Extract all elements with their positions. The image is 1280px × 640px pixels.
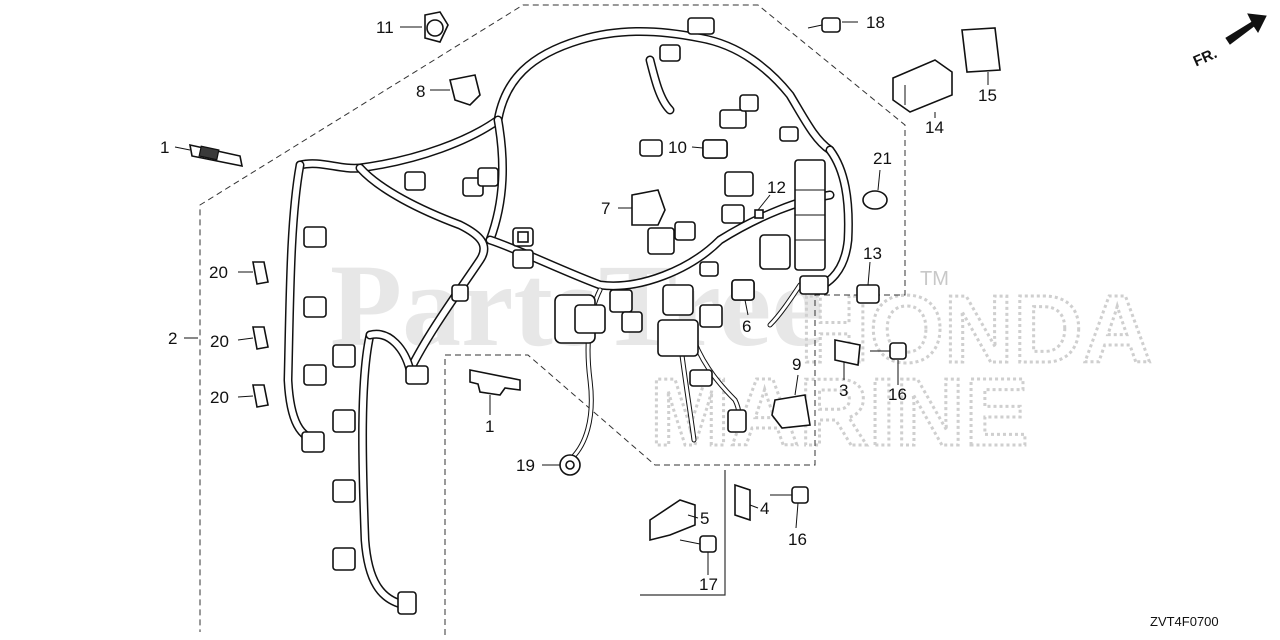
callout-17: 17 [699, 575, 718, 594]
connector-part-14 [892, 59, 953, 113]
callout-labels: 1 1 2 3 4 5 6 7 8 9 10 11 12 13 14 15 16… [160, 13, 997, 594]
callout-18: 18 [866, 13, 885, 32]
callout-12: 12 [767, 178, 786, 197]
tie-part-21 [862, 190, 888, 210]
callout-14: 14 [925, 118, 944, 137]
watermark-trademark: TM [920, 268, 949, 290]
bracket-part-5 [649, 499, 696, 542]
callout-3: 3 [839, 381, 848, 400]
cap-part-9 [771, 394, 811, 429]
bolt-part-18 [821, 17, 841, 33]
harness-wires [283, 27, 853, 610]
callout-15: 15 [978, 86, 997, 105]
clip-part-20-a [252, 261, 269, 285]
loose-parts [188, 11, 1001, 553]
connector-part-10 [702, 139, 728, 159]
bolt-part-17 [699, 535, 717, 553]
bolt-part-16-b [791, 486, 809, 504]
clip-part-8 [449, 74, 481, 106]
callout-20-middle: 20 [210, 332, 229, 351]
callout-16-upper: 16 [888, 385, 907, 404]
bracket-part-4 [734, 483, 751, 522]
harness-connectors [301, 17, 829, 615]
connector-part-7 [631, 189, 666, 226]
front-direction-indicator: FR. [1191, 13, 1267, 70]
clip-part-20-c [252, 384, 269, 408]
callout-20-top: 20 [209, 263, 228, 282]
connector-part-6 [731, 279, 755, 301]
bracket-part-3 [834, 339, 861, 366]
callout-19: 19 [516, 456, 535, 475]
callout-1-clamp: 1 [485, 417, 494, 436]
callout-4: 4 [760, 499, 769, 518]
bolt-part-16-a [889, 342, 907, 360]
cover-part-15 [961, 27, 1001, 73]
front-direction-label: FR. [1191, 45, 1220, 70]
part-12 [754, 209, 764, 219]
callout-2: 2 [168, 329, 177, 348]
callout-7: 7 [601, 199, 610, 218]
watermark: PartsTree TM HONDA MARINE [330, 240, 1153, 468]
callout-11: 11 [376, 18, 394, 37]
clamp-part-1 [469, 369, 521, 396]
callout-20-bottom: 20 [210, 388, 229, 407]
callout-8: 8 [416, 82, 425, 101]
drawing-code: ZVT4F0700 [1150, 614, 1219, 629]
callout-1-clip: 1 [160, 138, 169, 157]
front-arrow-icon [1225, 13, 1267, 45]
bracket-boundary [640, 470, 726, 596]
callout-16-lower: 16 [788, 530, 807, 549]
callout-6: 6 [742, 317, 751, 336]
callout-21: 21 [873, 149, 892, 168]
clip-part-20-b [252, 326, 269, 350]
callout-5: 5 [700, 509, 709, 528]
callout-9: 9 [792, 355, 801, 374]
connector-part-13 [856, 284, 880, 304]
leader-lines [174, 21, 989, 575]
callout-13: 13 [863, 244, 882, 263]
callout-10: 10 [668, 138, 687, 157]
